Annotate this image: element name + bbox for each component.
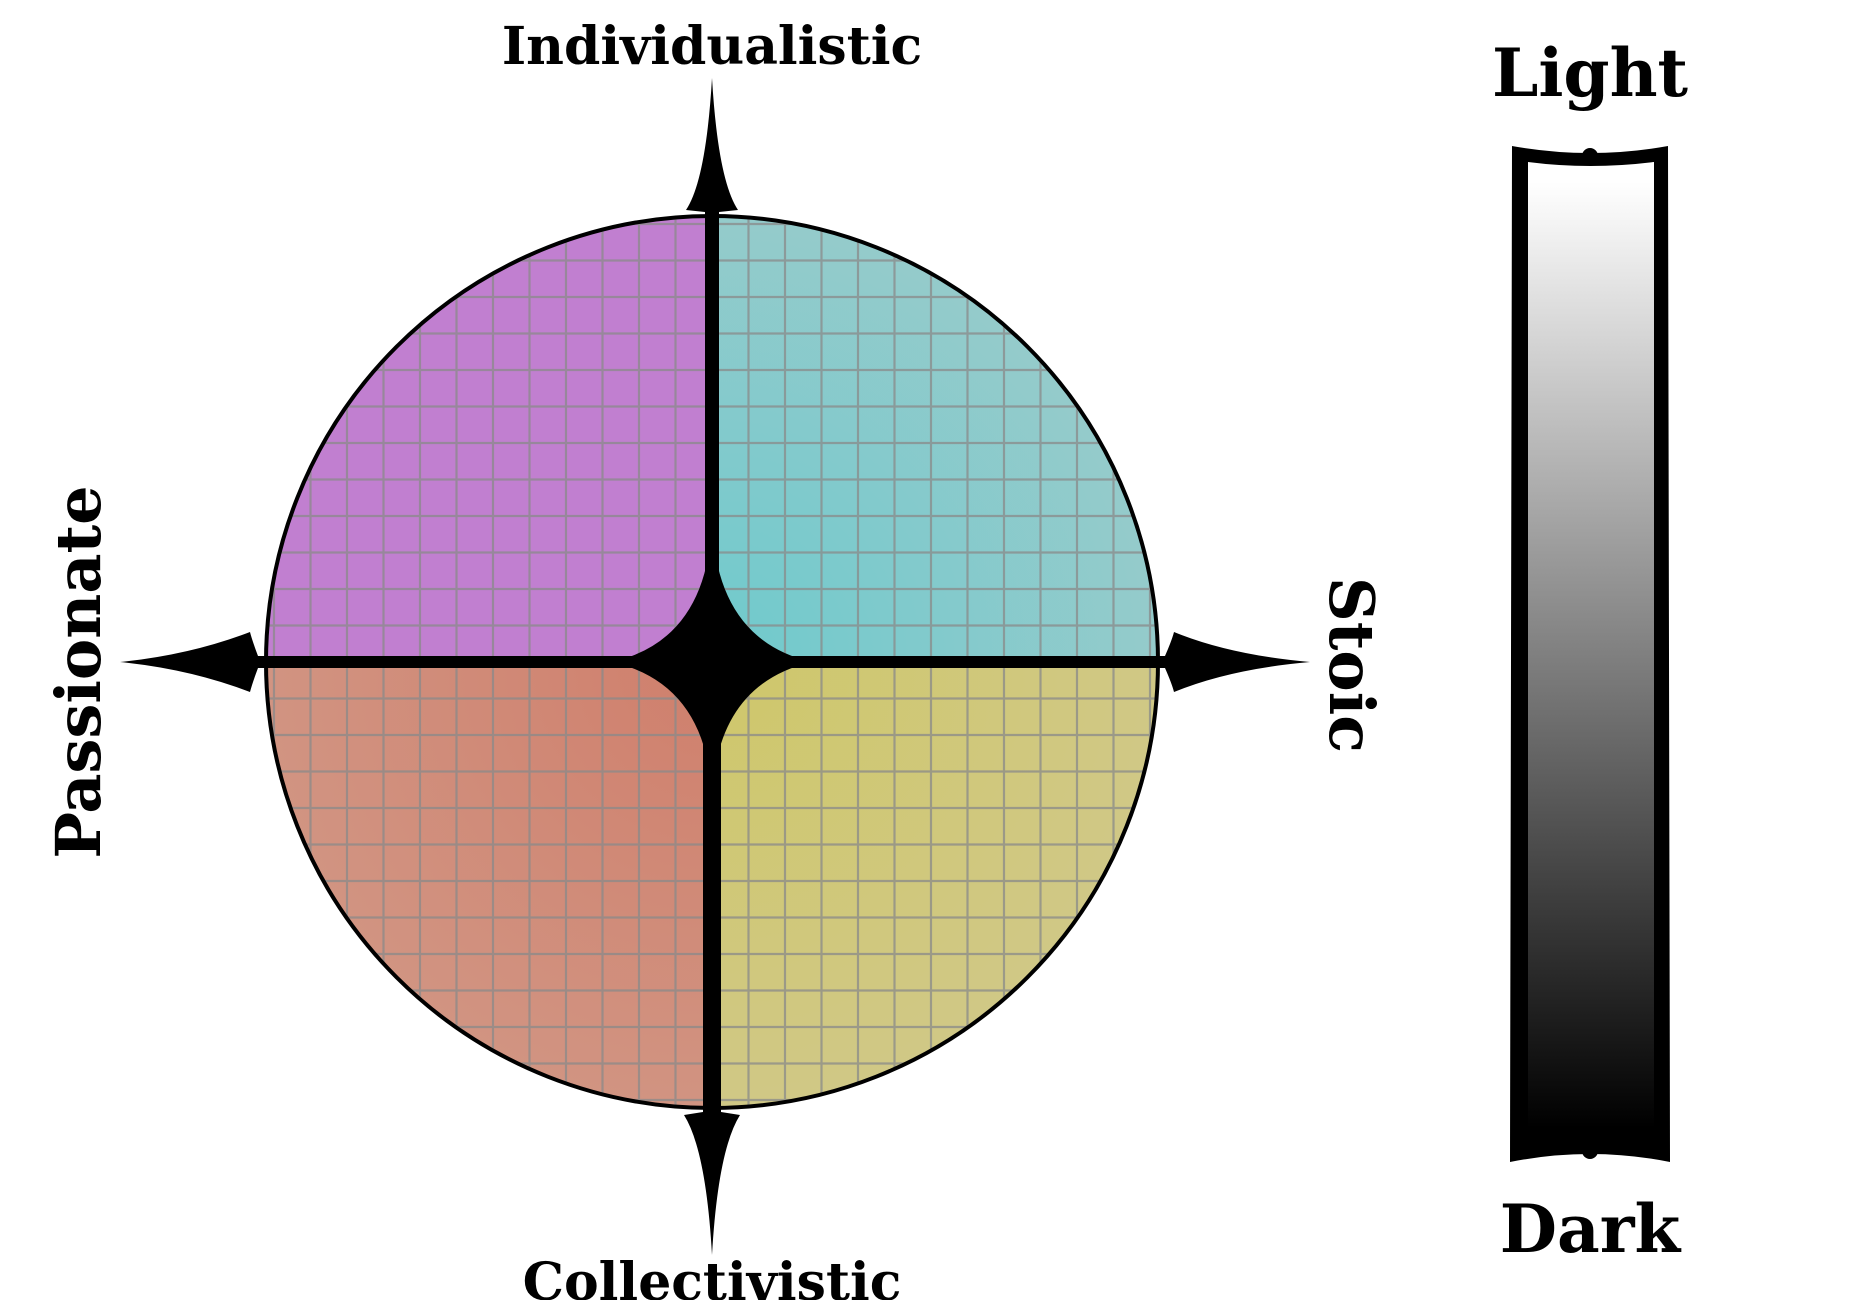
- label-collectivistic: Collectivistic: [523, 1252, 902, 1300]
- label-light: Light: [1492, 34, 1689, 112]
- quadrant-top-right: [712, 216, 1158, 662]
- label-stoic: Stoic: [1315, 577, 1388, 753]
- label-dark: Dark: [1500, 1190, 1682, 1268]
- quadrant-bottom-right: [712, 662, 1158, 1108]
- quadrant-top-left: [266, 216, 712, 662]
- light-dark-scale: Light Dark: [1492, 34, 1689, 1268]
- scale-bar-gradient: [1528, 162, 1654, 1148]
- scale-marker-bottom: [1582, 1143, 1598, 1159]
- compass-center-star: [612, 520, 812, 800]
- label-passionate: Passionate: [42, 485, 115, 858]
- label-individualistic: Individualistic: [502, 16, 922, 77]
- quadrant-bottom-left: [266, 662, 712, 1108]
- scale-marker-top: [1582, 148, 1598, 164]
